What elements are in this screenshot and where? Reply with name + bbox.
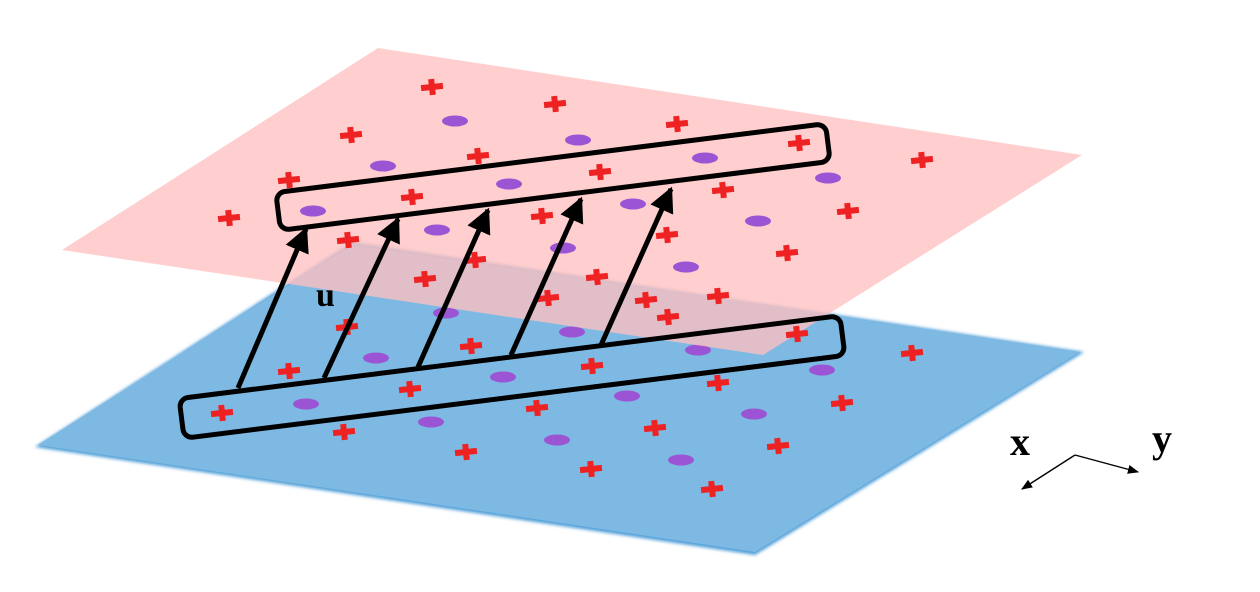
plus-marker	[580, 357, 604, 375]
plus-marker	[217, 209, 241, 227]
dot-marker	[809, 364, 835, 376]
plus-marker	[787, 134, 811, 152]
dot-marker	[565, 134, 591, 146]
vector-label: u	[316, 277, 335, 314]
plus-marker	[665, 115, 689, 133]
dot-marker	[559, 326, 585, 338]
displacement-arrow	[415, 207, 491, 369]
plus-marker	[830, 394, 854, 412]
dot-marker	[370, 160, 396, 172]
plus-marker	[785, 325, 809, 343]
dot-marker	[673, 261, 699, 273]
plus-marker	[210, 404, 234, 422]
top-selection-box	[274, 122, 832, 232]
plus-marker	[463, 251, 487, 269]
plus-marker	[543, 95, 567, 113]
plus-marker	[277, 362, 301, 380]
axis-indicator: x y	[1010, 416, 1172, 490]
plus-marker	[706, 374, 730, 392]
dot-marker	[614, 390, 640, 402]
top-plane-markers	[217, 78, 934, 362]
dot-marker	[544, 434, 570, 446]
dot-marker	[496, 178, 522, 190]
displacement-arrows	[235, 186, 674, 389]
plus-marker	[643, 419, 667, 437]
axis-x-arrow	[1021, 454, 1076, 490]
plus-marker	[336, 231, 360, 249]
plus-marker	[655, 226, 679, 244]
dot-marker	[741, 408, 767, 420]
plus-marker	[413, 270, 437, 288]
plus-marker	[579, 460, 603, 478]
plus-marker	[466, 147, 490, 165]
plus-marker	[454, 443, 478, 461]
plus-marker	[536, 289, 560, 307]
dot-marker	[668, 454, 694, 466]
plus-marker	[585, 268, 609, 286]
plus-marker	[700, 480, 724, 498]
top-plane	[62, 48, 1082, 355]
dot-marker	[442, 115, 468, 127]
dot-marker	[815, 172, 841, 184]
plus-marker	[277, 171, 301, 189]
bottom-selection-box	[177, 314, 847, 440]
dot-marker	[300, 205, 326, 217]
displacement-arrow	[235, 226, 309, 389]
displacement-arrow	[508, 196, 584, 357]
dot-marker	[685, 344, 711, 356]
dot-marker	[745, 215, 771, 227]
dot-marker	[293, 398, 319, 410]
plus-marker	[588, 163, 612, 181]
axis-y-arrow	[1074, 454, 1140, 474]
plus-marker	[836, 202, 860, 220]
axis-y-label: y	[1152, 416, 1172, 461]
plus-marker	[398, 380, 422, 398]
plus-marker	[400, 188, 424, 206]
displacement-arrow	[321, 216, 401, 380]
plus-marker	[910, 151, 934, 169]
dot-marker	[692, 152, 718, 164]
plus-marker	[525, 399, 549, 417]
displacement-arrow	[598, 186, 674, 347]
plus-marker	[711, 181, 735, 199]
dot-marker	[418, 416, 444, 428]
plus-marker	[332, 423, 356, 441]
plus-marker	[634, 291, 658, 309]
plus-marker	[900, 344, 924, 362]
plus-marker	[459, 337, 483, 355]
dot-marker	[620, 198, 646, 210]
plus-marker	[530, 207, 554, 225]
plus-marker	[706, 287, 730, 305]
dot-marker	[490, 371, 516, 383]
plus-marker	[775, 244, 799, 262]
plus-marker	[420, 78, 444, 96]
dot-marker	[424, 224, 450, 236]
dot-marker	[363, 352, 389, 364]
plus-marker	[656, 308, 680, 326]
plus-marker	[339, 126, 363, 144]
plus-marker	[766, 437, 790, 455]
axis-x-label: x	[1010, 419, 1030, 464]
